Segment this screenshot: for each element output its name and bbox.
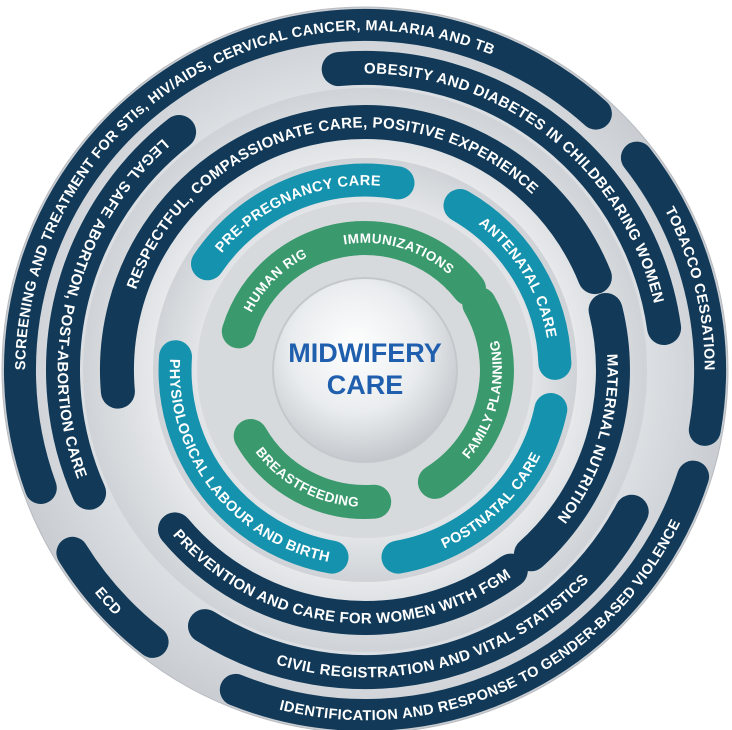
obesity-diabetes-band bbox=[321, 50, 682, 345]
maternal-nutrition-band bbox=[513, 293, 630, 572]
screening-treatment-band bbox=[3, 8, 612, 504]
pre-pregnancy-care-band bbox=[191, 163, 415, 281]
center-title-line2: CARE bbox=[327, 370, 404, 400]
civil-registration-band bbox=[188, 494, 649, 689]
family-planning-band bbox=[417, 287, 514, 499]
tobacco-cessation-band bbox=[620, 141, 727, 446]
breastfeeding-band bbox=[233, 419, 392, 520]
center-sphere bbox=[272, 277, 458, 463]
respectful-care-band bbox=[99, 105, 612, 409]
prevention-fgm-band bbox=[158, 512, 528, 635]
postnatal-care-band bbox=[381, 393, 568, 574]
antenatal-care-band bbox=[443, 189, 572, 380]
ecd-band bbox=[56, 536, 169, 658]
physiological-labour-and-birth-band bbox=[158, 340, 349, 574]
legal-safe-abortion-band bbox=[46, 115, 197, 510]
gender-based-violence-band bbox=[219, 460, 710, 730]
center-title-line1: MIDWIFERY bbox=[288, 338, 441, 368]
immunizations-band bbox=[302, 221, 486, 306]
